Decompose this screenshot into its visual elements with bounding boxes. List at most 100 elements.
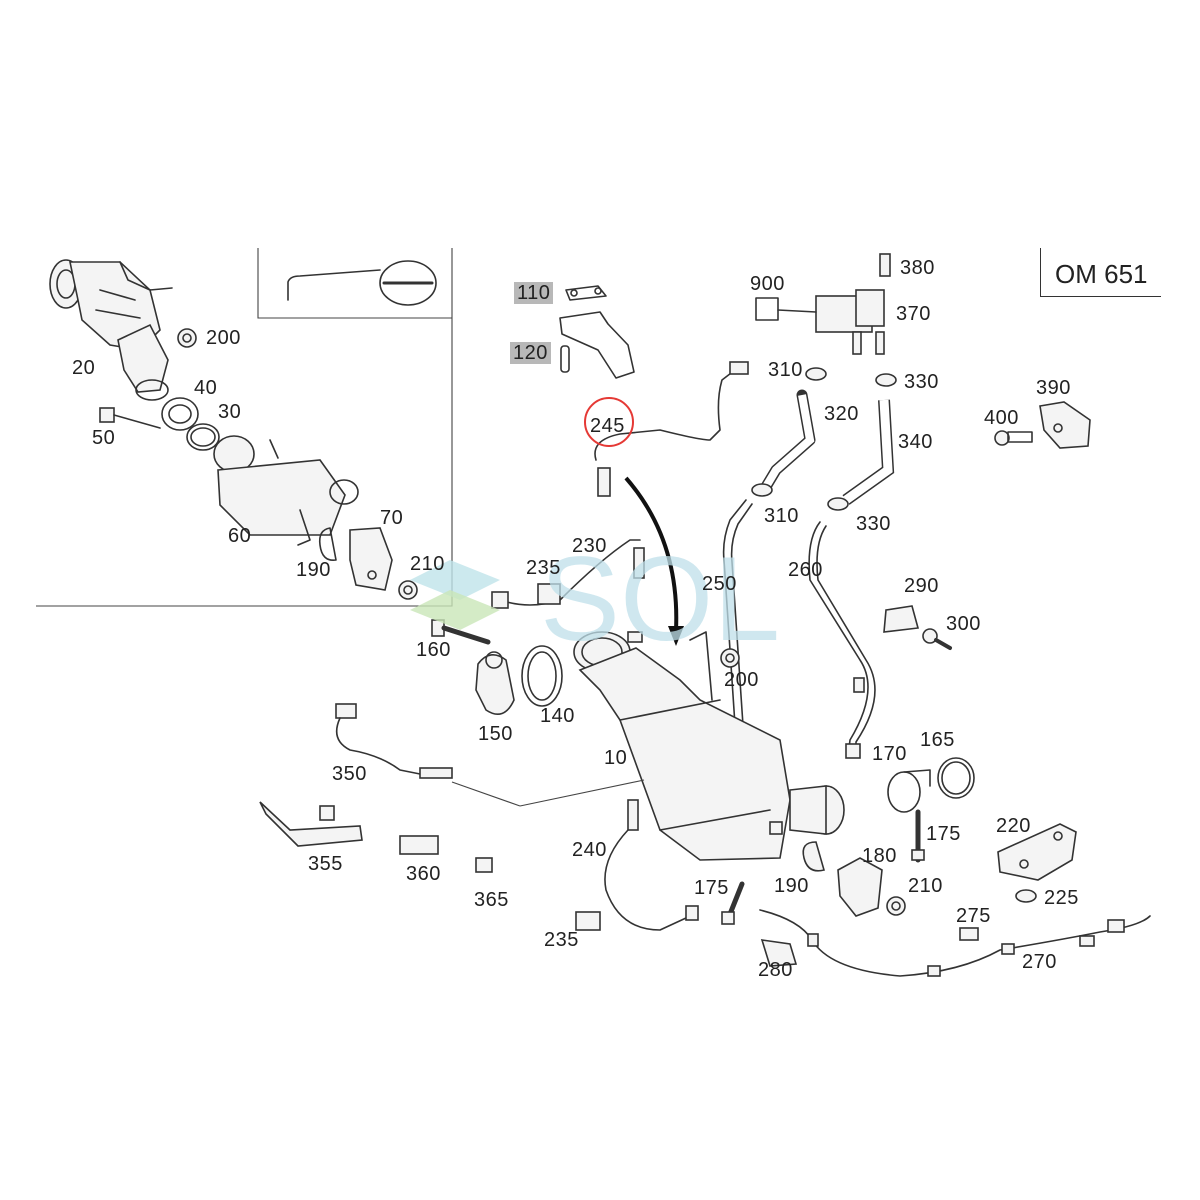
label-350: 350 <box>332 763 367 785</box>
clamps-310-330 <box>751 367 897 511</box>
label-260: 260 <box>788 559 823 581</box>
bracket-355 <box>259 801 363 847</box>
label-900: 900 <box>750 273 785 295</box>
label-60: 60 <box>228 525 252 547</box>
arrow <box>624 476 684 646</box>
label-370: 370 <box>896 303 931 325</box>
label-245: 245 <box>590 415 625 437</box>
label-160: 160 <box>416 639 451 661</box>
label-10: 10 <box>604 747 628 769</box>
temperature-sensor-240 <box>604 799 699 931</box>
label-175: 175 <box>926 823 961 845</box>
label-380: 380 <box>900 257 935 279</box>
bolt-50 <box>99 407 161 429</box>
nut-200-main <box>720 648 740 668</box>
label-190: 190 <box>296 559 331 581</box>
label-235: 235 <box>526 557 561 579</box>
screw-400 <box>994 430 1033 446</box>
catalyst-60 <box>213 435 359 546</box>
screw-300 <box>922 628 952 650</box>
nut-200 <box>177 328 197 348</box>
label-340: 340 <box>898 431 933 453</box>
label-330: 330 <box>904 371 939 393</box>
label-200: 200 <box>206 327 241 349</box>
label-270: 270 <box>1022 951 1057 973</box>
label-280: 280 <box>758 959 793 981</box>
label-175-lower: 175 <box>694 877 729 899</box>
label-230: 230 <box>572 535 607 557</box>
label-50: 50 <box>92 427 116 449</box>
label-365: 365 <box>474 889 509 911</box>
ring-30 <box>186 423 220 451</box>
engine-code-box: OM 651 <box>1040 248 1161 297</box>
hose-340 <box>842 399 895 505</box>
label-165: 165 <box>920 729 955 751</box>
clip-280 <box>760 939 798 967</box>
label-290: 290 <box>904 575 939 597</box>
gasket-40 <box>161 397 199 431</box>
bracket-390 <box>1039 401 1091 449</box>
label-20: 20 <box>72 357 96 379</box>
turbocharger-assembly <box>49 259 173 401</box>
label-190-main: 190 <box>774 875 809 897</box>
label-250: 250 <box>702 573 737 595</box>
nut-210-main <box>886 896 906 916</box>
label-240: 240 <box>572 839 607 861</box>
sensor-350 <box>335 703 645 807</box>
label-110: 110 <box>514 282 554 304</box>
ring-140 <box>521 645 563 707</box>
label-235-lower: 235 <box>544 929 579 951</box>
clamp-190-inset <box>318 527 337 562</box>
label-150: 150 <box>478 723 513 745</box>
label-200-main: 200 <box>724 669 759 691</box>
pressure-sensor-370 <box>755 253 891 355</box>
bracket-220 <box>997 823 1077 881</box>
label-40: 40 <box>194 377 218 399</box>
pressure-sensor-245 <box>594 361 749 497</box>
wiring-harness-270 <box>759 909 1151 977</box>
connector-235-top <box>537 583 561 605</box>
connector-235-bottom <box>575 911 601 931</box>
temperature-sensor-230 <box>491 539 645 609</box>
label-180: 180 <box>862 845 897 867</box>
label-330-lower: 330 <box>856 513 891 535</box>
label-225: 225 <box>1044 887 1079 909</box>
label-390: 390 <box>1036 377 1071 399</box>
clamp-170 <box>887 769 931 813</box>
bolt-175-lower <box>721 881 745 925</box>
label-355: 355 <box>308 853 343 875</box>
engine-code-text: OM 651 <box>1055 259 1148 289</box>
label-360: 360 <box>406 863 441 885</box>
label-170: 170 <box>872 743 907 765</box>
pipe-260 <box>808 521 876 759</box>
label-210: 210 <box>410 553 445 575</box>
label-30: 30 <box>218 401 242 423</box>
label-210-main: 210 <box>908 875 943 897</box>
symbol-box <box>257 248 452 319</box>
label-320: 320 <box>824 403 859 425</box>
highlight-circle <box>584 397 634 447</box>
ring-165 <box>937 757 975 799</box>
label-310-lower: 310 <box>764 505 799 527</box>
pipe-250 <box>722 499 753 741</box>
nut-225 <box>1015 889 1037 903</box>
bolt-175-right <box>911 809 925 863</box>
label-220: 220 <box>996 815 1031 837</box>
clip-365 <box>475 857 493 873</box>
bracket-70 <box>349 527 393 591</box>
gasket-110 <box>565 285 607 301</box>
label-275: 275 <box>956 905 991 927</box>
label-120: 120 <box>510 342 551 364</box>
clip-360 <box>399 835 439 855</box>
label-70: 70 <box>380 507 404 529</box>
label-310: 310 <box>768 359 803 381</box>
bracket-180 <box>837 857 883 917</box>
bracket-290 <box>883 605 920 633</box>
dpf-10 <box>573 631 845 861</box>
label-300: 300 <box>946 613 981 635</box>
clamp-190 <box>802 841 825 872</box>
hose-symbol <box>287 260 437 306</box>
nut-210 <box>398 580 418 600</box>
